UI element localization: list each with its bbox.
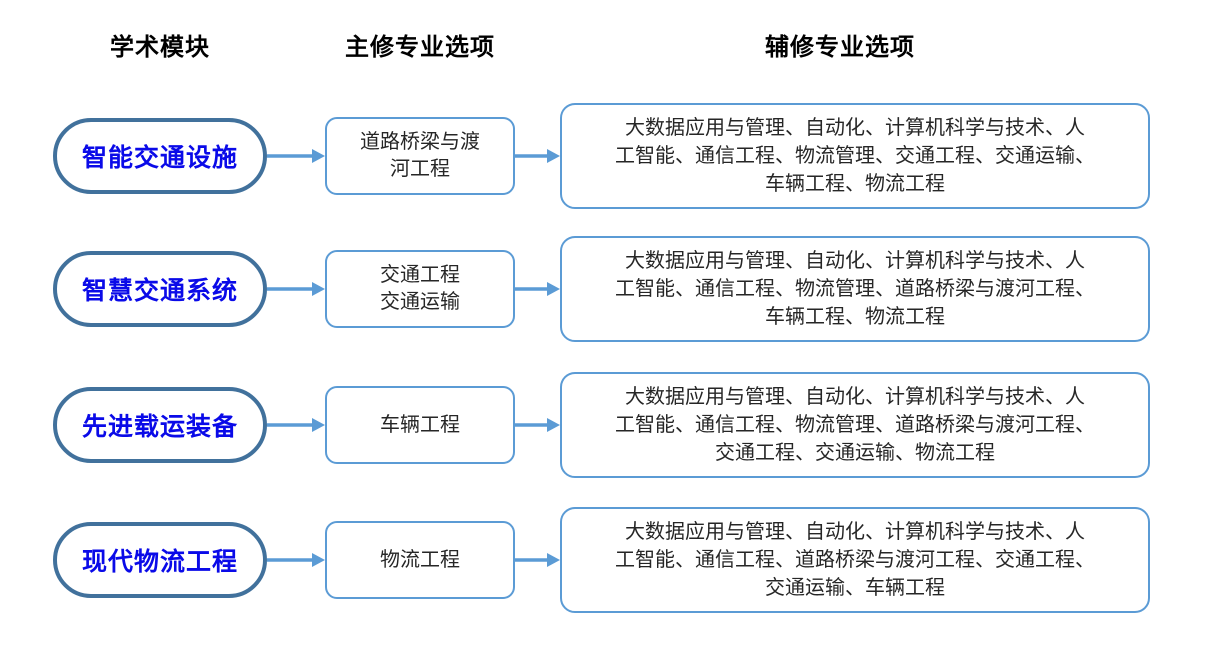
right-arrow-icon <box>515 149 560 163</box>
module-pill: 现代物流工程 <box>53 522 267 598</box>
header-minor-options: 辅修专业选项 <box>765 34 915 61</box>
right-arrow-icon <box>515 282 560 296</box>
module-pill: 智能交通设施 <box>53 118 267 194</box>
right-arrow-icon <box>267 418 325 432</box>
major-box: 道路桥梁与渡 河工程 <box>325 117 515 195</box>
flow-row-intelligent-transport-facilities: 智能交通设施 道路桥梁与渡 河工程 大数据应用与管理、自动化、计算机科学与技术、… <box>53 101 1157 211</box>
minor-box: 大数据应用与管理、自动化、计算机科学与技术、人 工智能、通信工程、物流管理、道路… <box>560 236 1150 342</box>
module-pill: 智慧交通系统 <box>53 251 267 327</box>
minor-box: 大数据应用与管理、自动化、计算机科学与技术、人 工智能、通信工程、物流管理、交通… <box>560 103 1150 209</box>
flow-row-smart-transport-systems: 智慧交通系统 交通工程 交通运输 大数据应用与管理、自动化、计算机科学与技术、人… <box>53 234 1157 344</box>
major-box: 车辆工程 <box>325 386 515 464</box>
flow-row-modern-logistics-engineering: 现代物流工程 物流工程 大数据应用与管理、自动化、计算机科学与技术、人 工智能、… <box>53 505 1157 615</box>
minor-box: 大数据应用与管理、自动化、计算机科学与技术、人 工智能、通信工程、物流管理、道路… <box>560 372 1150 478</box>
header-major-options: 主修专业选项 <box>345 34 495 61</box>
right-arrow-icon <box>267 553 325 567</box>
major-box: 物流工程 <box>325 521 515 599</box>
minor-box: 大数据应用与管理、自动化、计算机科学与技术、人 工智能、通信工程、道路桥梁与渡河… <box>560 507 1150 613</box>
major-box: 交通工程 交通运输 <box>325 250 515 328</box>
right-arrow-icon <box>515 418 560 432</box>
right-arrow-icon <box>267 282 325 296</box>
right-arrow-icon <box>515 553 560 567</box>
header-academic-module: 学术模块 <box>110 34 210 61</box>
flow-row-advanced-vehicle-equipment: 先进载运装备 车辆工程 大数据应用与管理、自动化、计算机科学与技术、人 工智能、… <box>53 370 1157 480</box>
right-arrow-icon <box>267 149 325 163</box>
module-pill: 先进载运装备 <box>53 387 267 463</box>
